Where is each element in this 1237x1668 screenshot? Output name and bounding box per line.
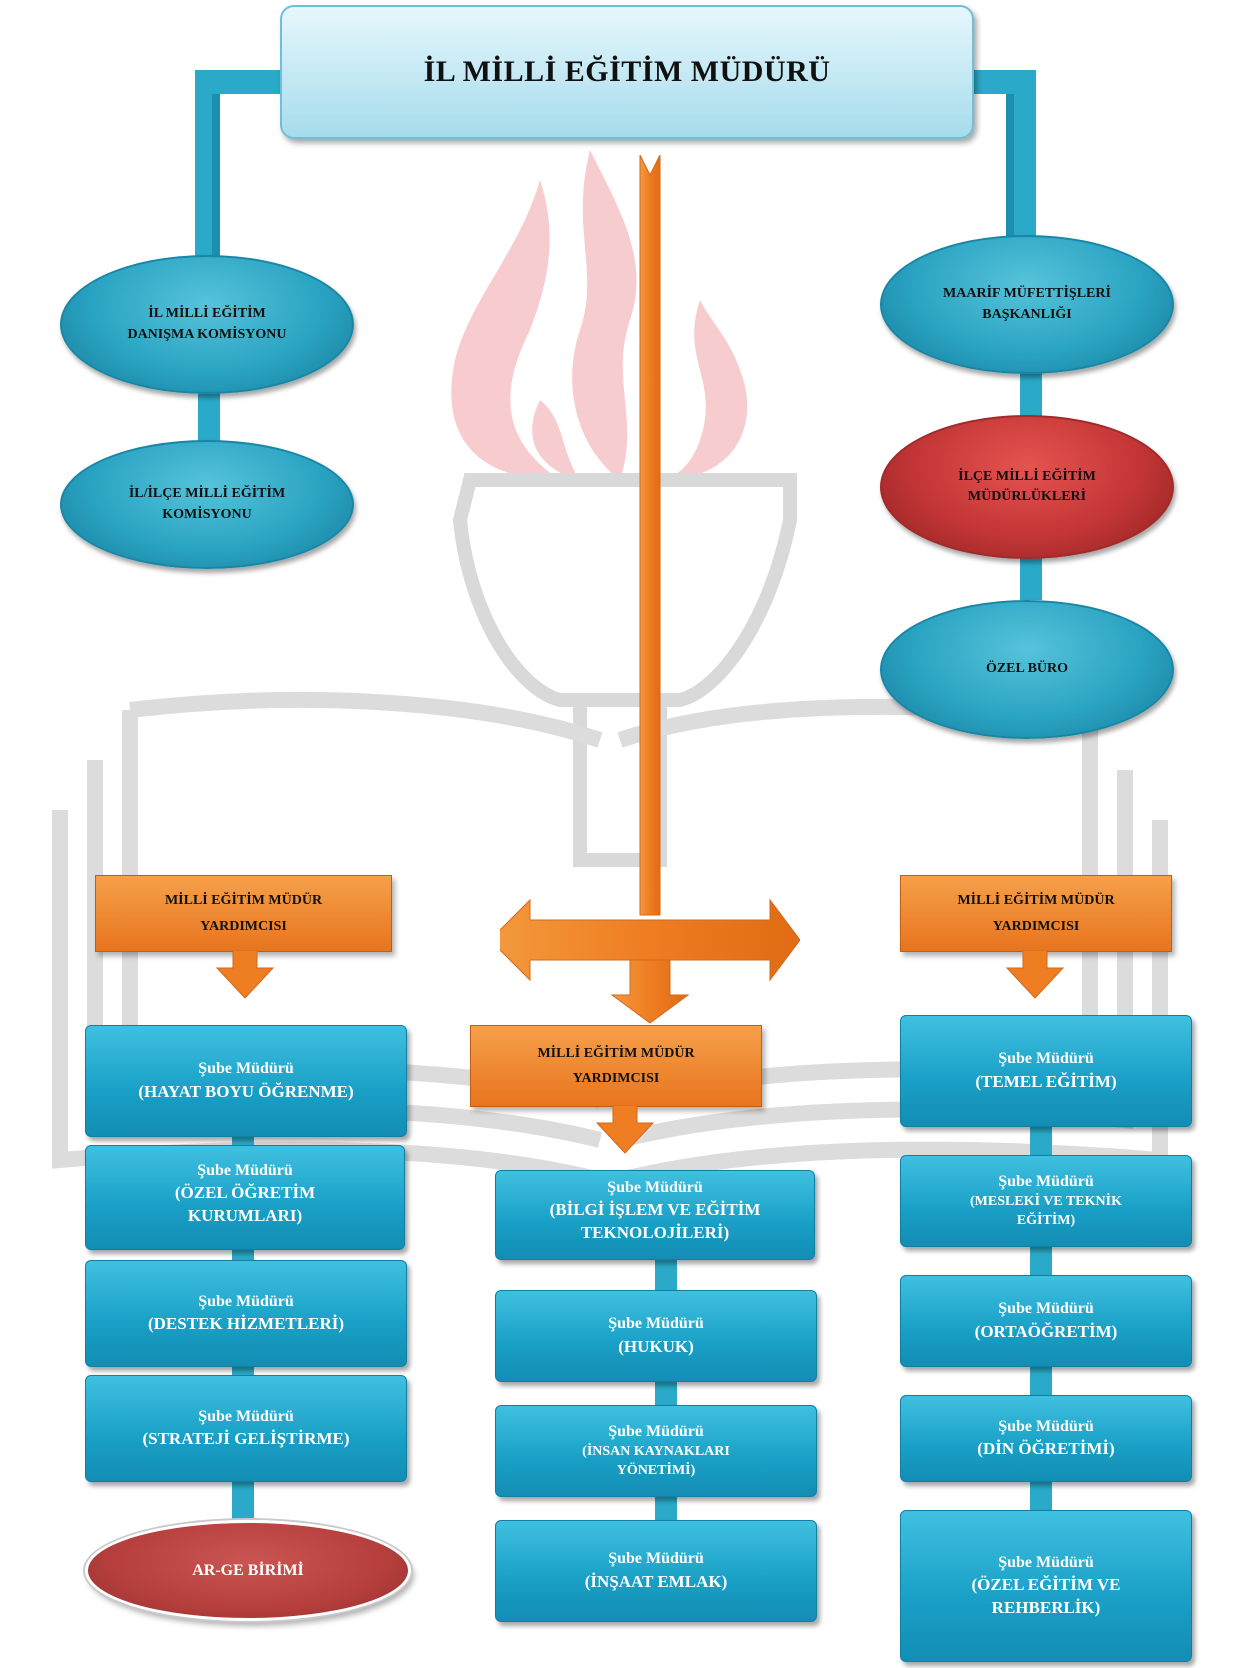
connector-right-vertical — [1012, 70, 1036, 250]
connector-right-column-4 — [1030, 1480, 1052, 1510]
branch-name: (DİN ÖĞRETİMİ) — [977, 1439, 1115, 1459]
branch-name: (BİLGİ İŞLEM VE EĞİTİM TEKNOLOJİLERİ) — [549, 1200, 761, 1243]
deputy-center-box: MİLLİ EĞİTİM MÜDÜR YARDIMCISI — [470, 1025, 762, 1107]
connector-center-column-2 — [655, 1380, 677, 1405]
connector-right-shadow — [1006, 94, 1014, 254]
branch-heading: Şube Müdürü — [608, 1550, 704, 1568]
deputy-center-arrow — [595, 1105, 655, 1154]
flame-watermark — [451, 150, 748, 480]
branch-heading: Şube Müdürü — [607, 1179, 703, 1196]
branch-heading: Şube Müdürü — [198, 1292, 294, 1310]
branch-name: (İNSAN KAYNAKLARI YÖNETİMİ) — [582, 1444, 730, 1479]
inspectors-unit: MAARİF MÜFETTİŞLERİ BAŞKANLIĞI — [880, 235, 1174, 374]
branch-center-1: Şube Müdürü (BİLGİ İŞLEM VE EĞİTİM TEKNO… — [495, 1170, 815, 1260]
branch-center-4: Şube Müdürü (İNŞAAT EMLAK) — [495, 1520, 817, 1622]
connector-left-shadow — [212, 94, 220, 274]
central-arrow-shaft — [639, 155, 661, 916]
branch-right-1: Şube Müdürü (TEMEL EĞİTİM) — [900, 1015, 1192, 1127]
branch-heading: Şube Müdürü — [198, 1407, 294, 1425]
advisory-commission-label: İL MİLLİ EĞİTİM DANIŞMA KOMİSYONU — [127, 306, 287, 342]
branch-left-4: Şube Müdürü (STRATEJİ GELİŞTİRME) — [85, 1375, 407, 1482]
branch-right-2: Şube Müdürü (MESLEKİ VE TEKNİK EĞİTİM) — [900, 1155, 1192, 1247]
branch-center-2: Şube Müdürü (HUKUK) — [495, 1290, 817, 1382]
connector-right-chain-1 — [1020, 360, 1042, 420]
deputy-left-arrow — [215, 950, 275, 999]
connector-left-column-4 — [232, 1480, 254, 1520]
connector-center-column-3 — [655, 1495, 677, 1520]
branch-name: (STRATEJİ GELİŞTİRME) — [142, 1429, 350, 1449]
branch-left-2: Şube Müdürü (ÖZEL ÖĞRETİM KURUMLARI) — [85, 1145, 405, 1250]
deputy-right-line1: MİLLİ EĞİTİM MÜDÜR — [957, 893, 1115, 909]
branch-right-3: Şube Müdürü (ORTAÖĞRETİM) — [900, 1275, 1192, 1367]
education-commission-label: İL/İLÇE MİLLİ EĞİTİM KOMİSYONU — [128, 486, 286, 522]
deputy-center-line1: MİLLİ EĞİTİM MÜDÜR — [537, 1045, 695, 1061]
deputy-left-line2: YARDIMCISI — [200, 918, 287, 934]
branch-heading: Şube Müdürü — [198, 1060, 294, 1078]
arge-unit: AR-GE BİRİMİ — [85, 1520, 411, 1621]
branch-right-4: Şube Müdürü (DİN ÖĞRETİMİ) — [900, 1395, 1192, 1482]
branch-heading: Şube Müdürü — [197, 1162, 293, 1179]
branch-name: (MESLEKİ VE TEKNİK EĞİTİM) — [970, 1194, 1122, 1229]
branch-heading: Şube Müdürü — [998, 1050, 1094, 1068]
connector-right-column-3 — [1030, 1365, 1052, 1395]
deputy-right-line2: YARDIMCISI — [992, 918, 1080, 934]
arge-label: AR-GE BİRİMİ — [192, 1561, 304, 1579]
double-arrow — [500, 898, 800, 982]
private-office-label: ÖZEL BÜRO — [985, 661, 1069, 677]
connector-right-column-1 — [1030, 1125, 1052, 1155]
district-directorates-unit: İLÇE MİLLİ EĞİTİM MÜDÜRLÜKLERİ — [880, 415, 1174, 559]
connector-advisory-commission — [198, 380, 220, 450]
director-box: İL MİLLİ EĞİTİM MÜDÜRÜ — [280, 5, 974, 139]
branch-heading: Şube Müdürü — [998, 1553, 1094, 1571]
branch-name: (ÖZEL EĞİTİM VE REHBERLİK) — [971, 1575, 1121, 1618]
deputy-left-line1: MİLLİ EĞİTİM MÜDÜR — [164, 893, 323, 909]
district-directorates-label: İLÇE MİLLİ EĞİTİM MÜDÜRLÜKLERİ — [958, 468, 1096, 504]
advisory-commission-unit: İL MİLLİ EĞİTİM DANIŞMA KOMİSYONU — [60, 255, 354, 394]
connector-center-column-1 — [655, 1260, 677, 1290]
private-office-unit: ÖZEL BÜRO — [880, 600, 1174, 739]
branch-name: (İNŞAAT EMLAK) — [584, 1571, 728, 1591]
director-title: İL MİLLİ EĞİTİM MÜDÜRÜ — [423, 55, 831, 88]
connector-right-column-2 — [1030, 1245, 1052, 1275]
deputy-right-arrow — [1005, 950, 1065, 999]
inspectors-label: MAARİF MÜFETTİŞLERİ BAŞKANLIĞI — [943, 286, 1111, 322]
branch-name: (ORTAÖĞRETİM) — [974, 1321, 1118, 1341]
branch-left-3: Şube Müdürü (DESTEK HİZMETLERİ) — [85, 1260, 407, 1367]
branch-name: (DESTEK HİZMETLERİ) — [147, 1314, 344, 1334]
deputy-right-box: MİLLİ EĞİTİM MÜDÜR YARDIMCISI — [900, 875, 1172, 952]
branch-heading: Şube Müdürü — [608, 1422, 704, 1440]
branch-center-3: Şube Müdürü (İNSAN KAYNAKLARI YÖNETİMİ) — [495, 1405, 817, 1497]
branch-name: (HAYAT BOYU ÖĞRENME) — [138, 1081, 354, 1101]
branch-heading: Şube Müdürü — [998, 1417, 1094, 1435]
branch-heading: Şube Müdürü — [608, 1315, 704, 1333]
branch-heading: Şube Müdürü — [998, 1172, 1094, 1190]
central-arrow — [500, 155, 800, 1024]
branch-name: (HUKUK) — [618, 1336, 694, 1356]
deputy-left-box: MİLLİ EĞİTİM MÜDÜR YARDIMCISI — [95, 875, 392, 952]
branch-name: (TEMEL EĞİTİM) — [975, 1071, 1117, 1091]
deputy-center-line2: YARDIMCISI — [572, 1071, 660, 1086]
branch-left-1: Şube Müdürü (HAYAT BOYU ÖĞRENME) — [85, 1025, 407, 1137]
branch-name: (ÖZEL ÖĞRETİM KURUMLARI) — [174, 1183, 316, 1226]
branch-right-5: Şube Müdürü (ÖZEL EĞİTİM VE REHBERLİK) — [900, 1510, 1192, 1662]
central-down-arrow — [610, 959, 690, 1024]
education-commission-unit: İL/İLÇE MİLLİ EĞİTİM KOMİSYONU — [60, 440, 354, 569]
branch-heading: Şube Müdürü — [998, 1300, 1094, 1318]
